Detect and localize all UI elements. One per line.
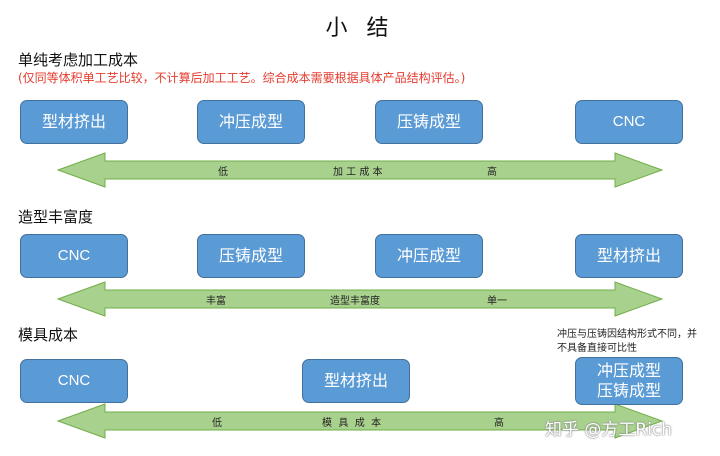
mold-box-stamping-die-casting: 冲压成型 压铸成型: [575, 357, 683, 405]
shape-richness-axis-label: 造型丰富度: [330, 296, 380, 307]
section-shape-richness-heading: 造型丰富度: [18, 208, 94, 226]
mold-box-extrusion: 型材挤出: [302, 359, 410, 403]
processing-cost-low-label: 低: [218, 167, 228, 178]
processing-cost-arrow: [56, 152, 664, 188]
richness-box-cnc: CNC: [20, 234, 128, 278]
mold-cost-side-note: 冲压与压铸因结构形式不同，并不具备直接可比性: [557, 329, 697, 354]
mold-cost-low-label: 低: [212, 418, 222, 429]
mold-cost-high-label: 高: [494, 418, 504, 429]
shape-richness-single-label: 单一: [487, 296, 507, 307]
process-box-extrusion: 型材挤出: [20, 100, 128, 144]
section-processing-cost-heading: 单纯考虑加工成本: [18, 51, 139, 69]
richness-box-die-casting: 压铸成型: [197, 234, 305, 278]
process-box-stamping: 冲压成型: [197, 100, 305, 144]
shape-richness-rich-label: 丰富: [206, 296, 226, 307]
mold-box-cnc: CNC: [20, 359, 128, 403]
section-mold-cost-heading: 模具成本: [18, 326, 79, 344]
mold-box-die-casting-label: 压铸成型: [596, 381, 661, 400]
process-box-die-casting: 压铸成型: [375, 100, 483, 144]
mold-cost-arrow: [56, 403, 664, 439]
processing-cost-axis-label: 加 工 成 本: [333, 167, 383, 178]
shape-richness-arrow: [56, 281, 664, 317]
zhihu-watermark: 知乎 @方工Rich: [545, 420, 673, 440]
processing-cost-note: (仅同等体积单工艺比较，不计算后加工工艺。综合成本需要根据具体产品结构评估。): [18, 71, 466, 85]
richness-box-extrusion: 型材挤出: [575, 234, 683, 278]
mold-cost-axis-label: 模 具 成 本: [322, 418, 382, 429]
richness-box-stamping: 冲压成型: [375, 234, 483, 278]
mold-box-stamping-label: 冲压成型: [596, 361, 661, 380]
page-title: 小 结: [325, 16, 395, 41]
process-box-cnc: CNC: [575, 100, 683, 144]
processing-cost-high-label: 高: [487, 167, 497, 178]
